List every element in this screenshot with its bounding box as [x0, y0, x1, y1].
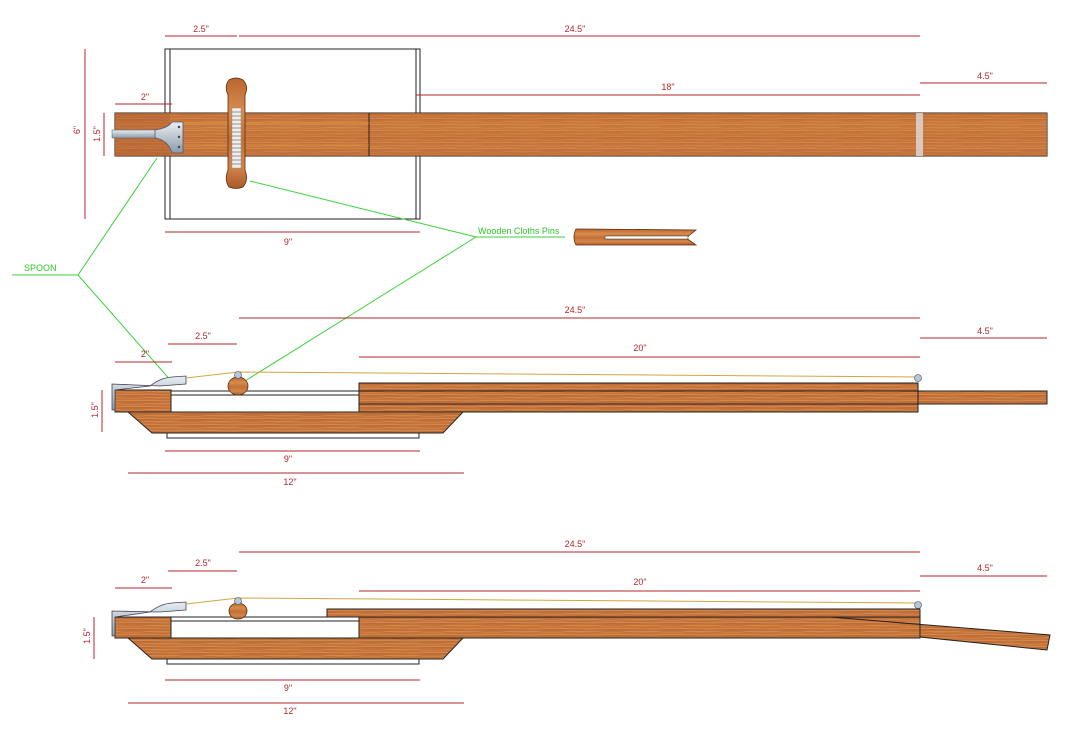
clothespin-bridge — [227, 376, 249, 396]
string — [185, 597, 919, 605]
dim-label: 24.5" — [565, 24, 586, 34]
dim-label: 12" — [283, 706, 296, 716]
clothespin-bridge-top — [225, 77, 247, 189]
dim-label: 20" — [633, 577, 646, 587]
spoon-callout: SPOON — [24, 263, 57, 273]
dim-label: 1.5" — [92, 126, 102, 142]
end-block — [114, 616, 172, 639]
top-view: 2.5" 24.5" 18" 4.5" 2" 1.5" 6" 9" — [72, 24, 1048, 247]
neck — [358, 382, 919, 413]
fretboard — [326, 608, 921, 618]
dim-label: 24.5" — [565, 305, 586, 315]
dim-label: 2" — [141, 92, 149, 102]
string-lines — [183, 122, 369, 146]
dim-label: 18" — [661, 82, 674, 92]
spoon-icon — [111, 601, 187, 637]
dim-label: 24.5" — [565, 539, 586, 549]
side-view-2: 24.5" 4.5" 20" 2.5" 2" 1.5" 9" 12" — [82, 539, 1051, 716]
nut — [914, 374, 922, 382]
dim-label: 12" — [283, 477, 296, 487]
spoon-icon — [111, 121, 184, 154]
side-view-1: 24.5" 4.5" 20" 2.5" 2" 1.5" 9" 12" — [90, 305, 1048, 487]
fret-wire — [916, 113, 923, 156]
nut — [914, 601, 922, 609]
dim-label: 9" — [284, 237, 292, 247]
dim-label: 4.5" — [977, 563, 993, 573]
headstock — [917, 390, 1048, 405]
string — [185, 371, 919, 379]
dim-label: 1.5" — [82, 628, 92, 644]
box-lid — [126, 637, 465, 660]
dim-label: 9" — [284, 683, 292, 693]
box-lid — [126, 411, 465, 434]
dim-label: 2" — [141, 575, 149, 585]
dim-label: 4.5" — [977, 71, 993, 81]
dim-label: 20" — [633, 343, 646, 353]
dim-label: 4.5" — [977, 326, 993, 336]
dim-label: 2.5" — [193, 24, 209, 34]
dim-label: 2.5" — [195, 558, 211, 568]
clothespins-callout: Wooden Cloths Pins — [478, 226, 560, 236]
dim-label: 9" — [284, 454, 292, 464]
dim-label: 2.5" — [195, 331, 211, 341]
dim-label: 6" — [72, 126, 82, 134]
clothespin-icon — [573, 228, 698, 246]
end-block — [114, 389, 172, 413]
callouts: SPOON Wooden Cloths Pins — [12, 157, 698, 383]
neck — [358, 616, 921, 639]
clothespin-bridge — [228, 602, 248, 620]
spoon-icon — [111, 375, 187, 411]
dim-label: 1.5" — [90, 402, 100, 418]
dim-label: 2" — [141, 349, 149, 359]
